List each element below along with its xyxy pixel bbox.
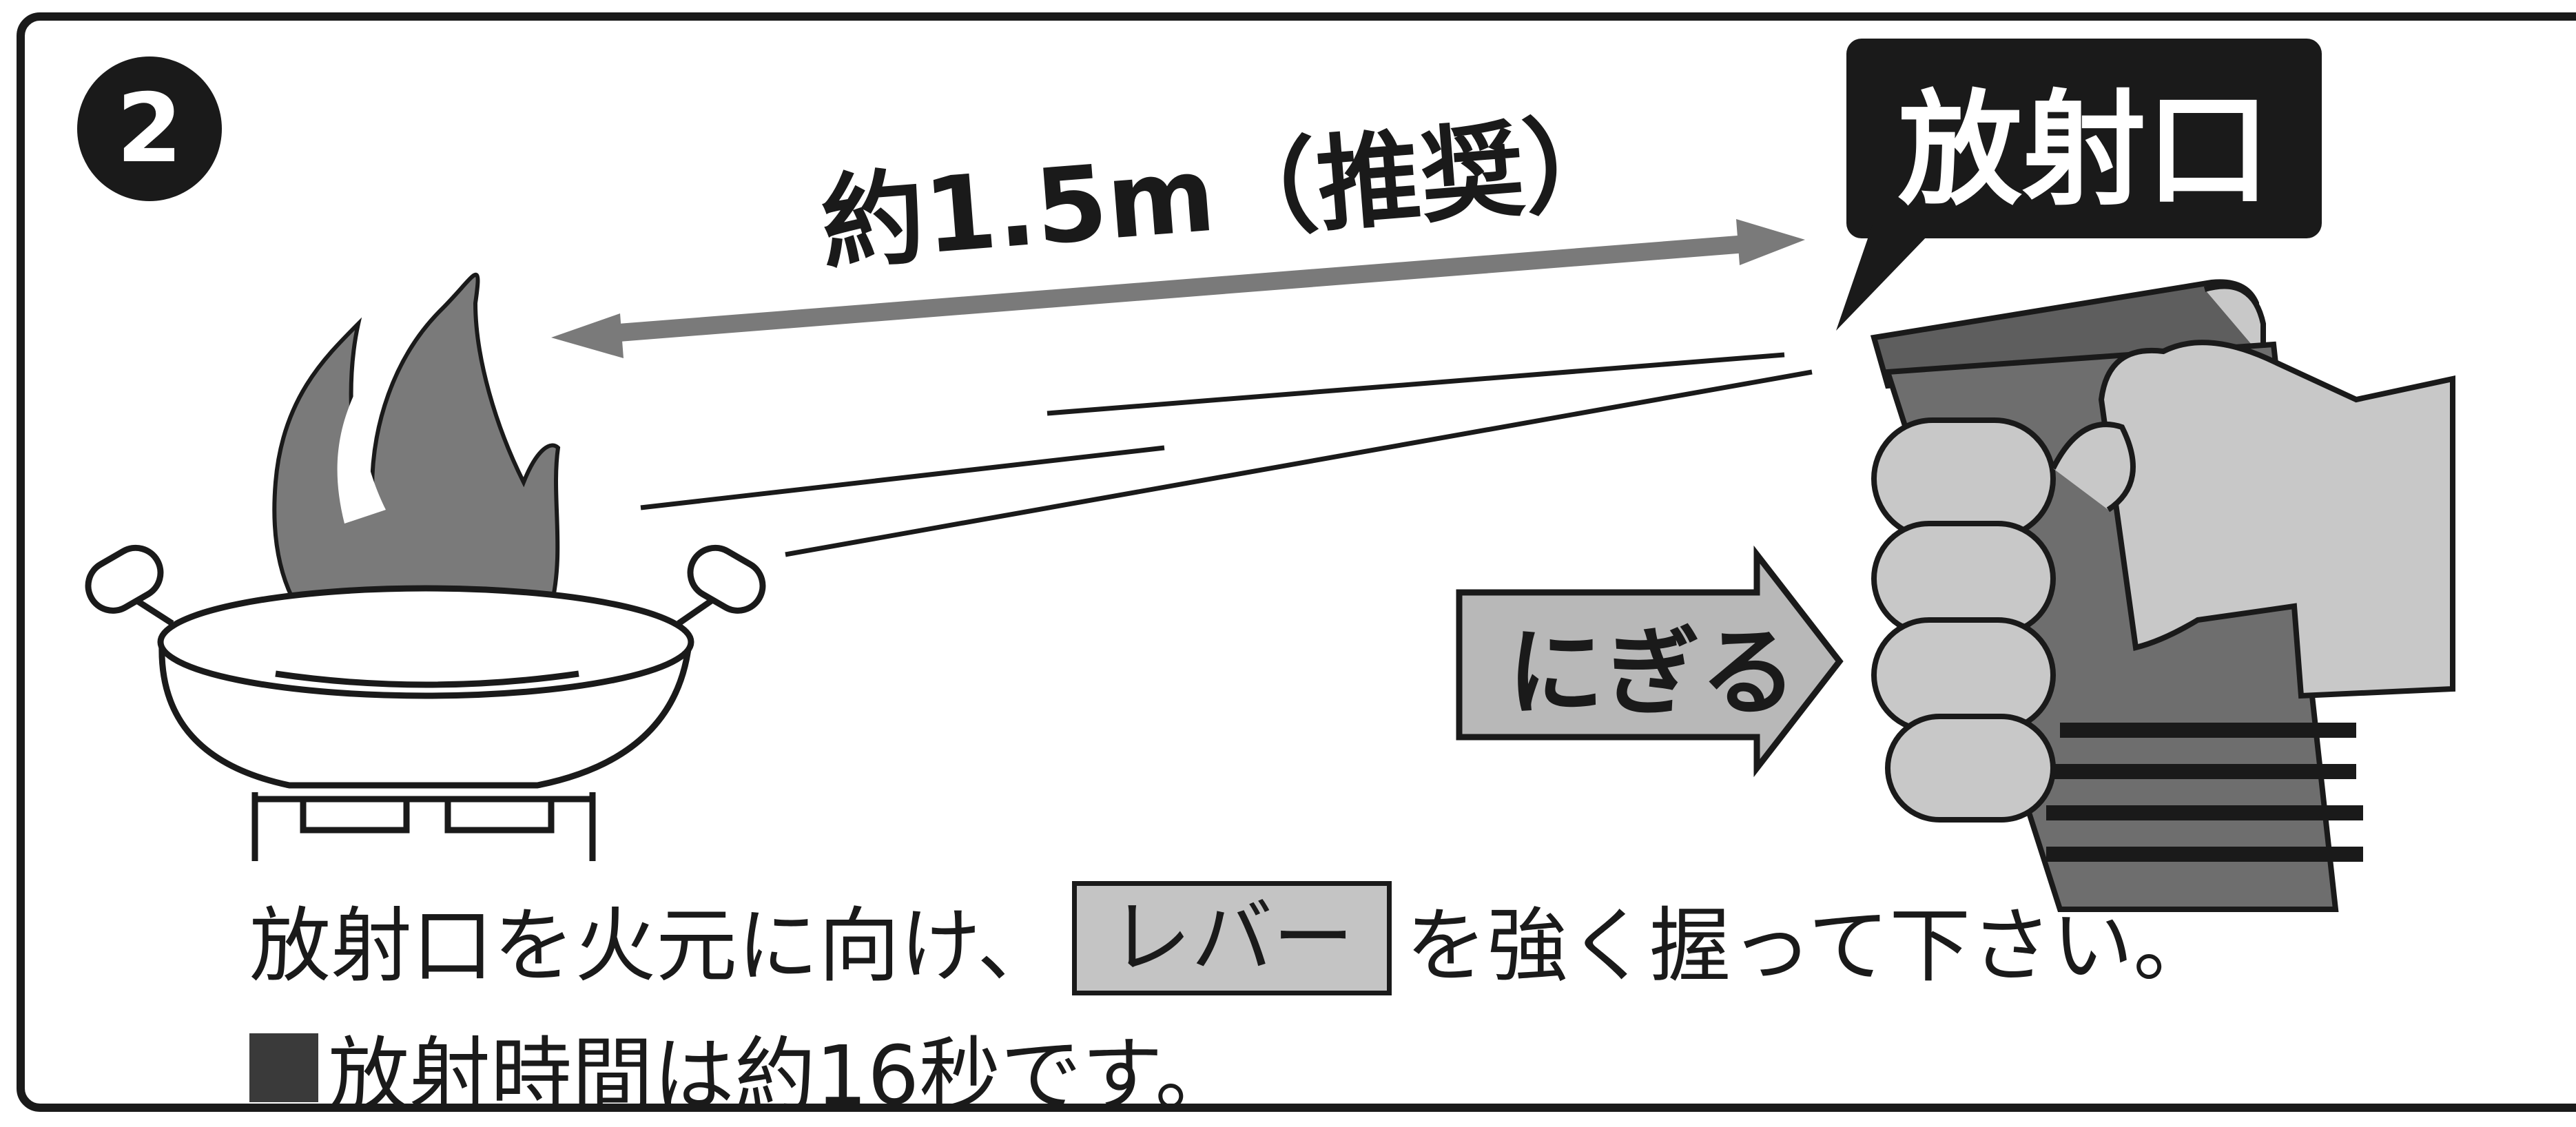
hand-grip-icon (1871, 340, 2455, 823)
nozzle-callout-bubble (1836, 39, 2322, 331)
instruction-panel-frame (17, 12, 2576, 1112)
flame-icon (272, 272, 561, 685)
instruction-after: を強く握って下さい。 (1405, 898, 2215, 993)
instruction-before: 放射口を火元に向け、 (249, 898, 1059, 993)
duration-text: 放射時間は約16秒です。 (328, 1027, 1237, 1123)
square-bullet-icon (249, 1033, 318, 1102)
flame-inner-icon (337, 386, 386, 524)
nozzle-callout-label: 放射口 (1897, 78, 2270, 223)
step-number-badge: 2 (77, 56, 222, 201)
instruction-line: 放射口を火元に向け、 レバー を強く握って下さい。 (249, 869, 2214, 1007)
duration-line: 放射時間は約16秒です。 (249, 1020, 1236, 1123)
wok-icon (85, 544, 766, 861)
spray-lines (640, 352, 1813, 557)
grip-label: にぎる (1507, 617, 1797, 730)
lever-label-box: レバー (1072, 881, 1392, 995)
distance-arrow (551, 219, 1805, 358)
arrow-right-icon (1456, 545, 1844, 778)
